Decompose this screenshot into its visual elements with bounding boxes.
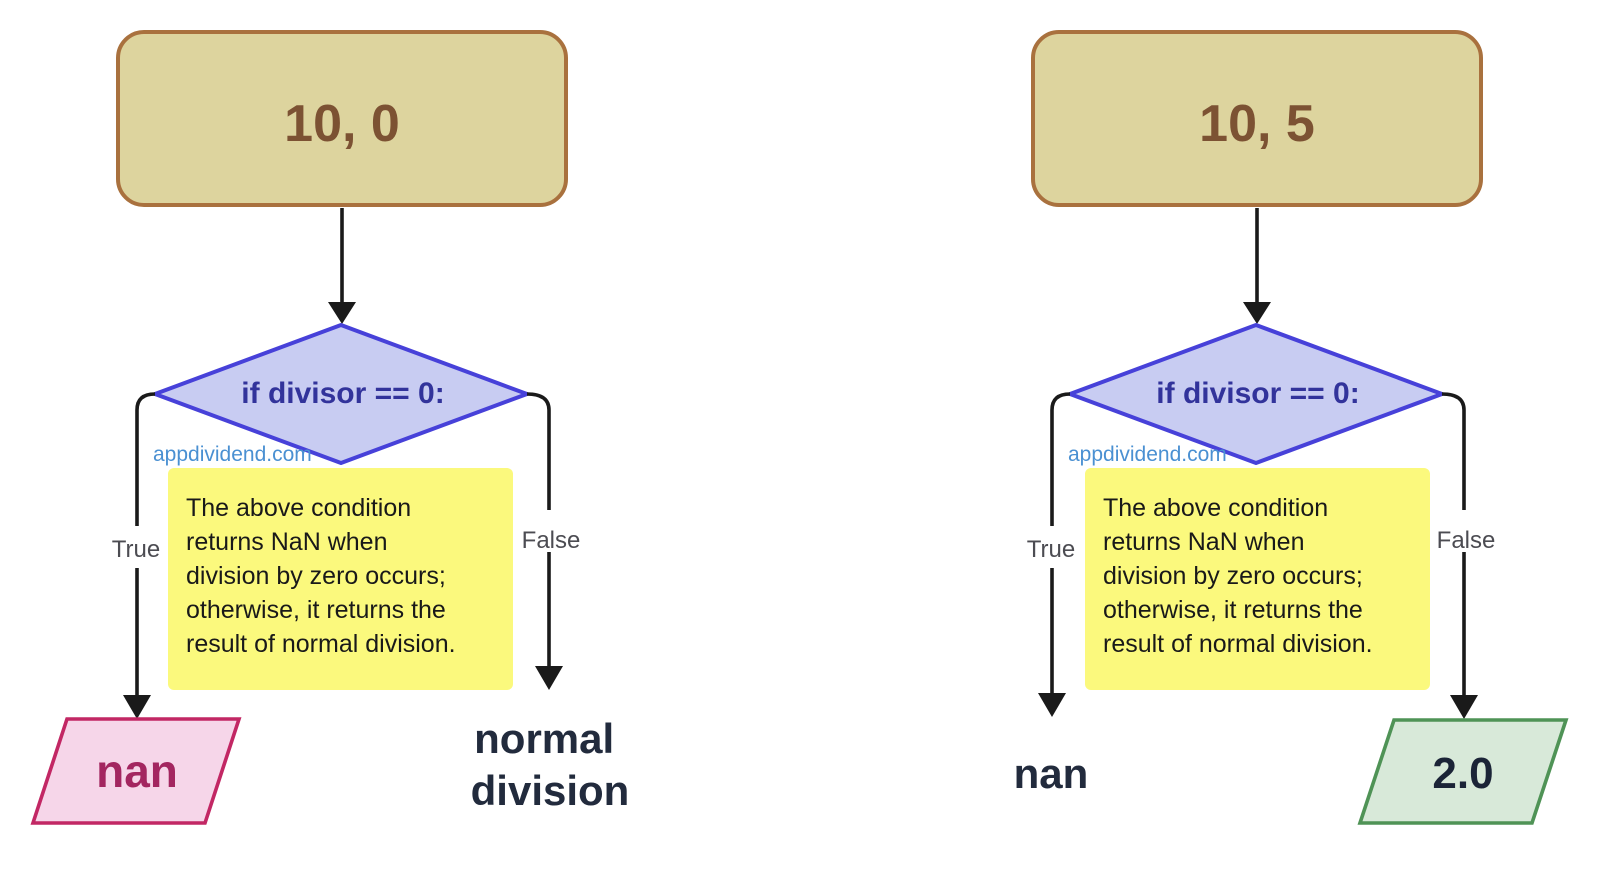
start-node-label: 10, 0 — [284, 95, 400, 153]
false-branch-line-upper — [1441, 392, 1466, 510]
arrowhead-into-decision — [1243, 302, 1271, 324]
nan-output-label: nan — [96, 745, 178, 797]
normal-division-line: division — [471, 767, 630, 814]
note-line: otherwise, it returns the — [1103, 596, 1363, 624]
flowchart-right: 10, 5 if divisor == 0: appdividend.com T… — [1014, 30, 1569, 825]
arrowhead-into-decision — [328, 302, 356, 324]
false-branch-label: False — [522, 527, 581, 554]
note-text: The above condition returns NaN when div… — [1103, 494, 1373, 658]
note-box — [168, 468, 513, 690]
nan-output-node — [30, 717, 242, 825]
decision-node-label: if divisor == 0: — [1156, 377, 1359, 410]
note-text: The above condition returns NaN when div… — [186, 494, 456, 658]
watermark-text: appdividend.com — [153, 443, 312, 466]
arrowhead-false-branch — [1450, 695, 1478, 719]
decision-node-label: if divisor == 0: — [241, 377, 444, 410]
note-line: result of normal division. — [186, 630, 456, 658]
true-branch-label: True — [1027, 536, 1075, 563]
note-line: division by zero occurs; — [186, 562, 446, 590]
arrowhead-false-branch — [535, 666, 563, 690]
note-line: The above condition — [186, 494, 411, 522]
start-node-label: 10, 5 — [1199, 95, 1315, 153]
note-box — [1085, 468, 1430, 690]
note-line: returns NaN when — [186, 528, 387, 556]
start-node — [1031, 30, 1483, 207]
true-branch-label: True — [112, 536, 160, 563]
true-branch-line-upper — [135, 392, 156, 526]
note-line: The above condition — [1103, 494, 1328, 522]
note-line: division by zero occurs; — [1103, 562, 1363, 590]
arrowhead-true-branch — [1038, 693, 1066, 717]
normal-division-label: normal division — [471, 715, 630, 814]
normal-division-line: normal — [474, 715, 614, 762]
watermark-text: appdividend.com — [1068, 443, 1227, 466]
false-branch-line-upper — [526, 392, 551, 510]
false-branch-label: False — [1437, 527, 1496, 554]
flowchart-left: 10, 0 if divisor == 0: appdividend.com T… — [30, 30, 630, 825]
true-branch-line-upper — [1050, 392, 1071, 526]
start-node — [116, 30, 568, 207]
note-line: result of normal division. — [1103, 630, 1373, 658]
arrowhead-true-branch — [123, 695, 151, 719]
result-output-node — [1357, 718, 1569, 825]
result-output-label: 2.0 — [1432, 749, 1493, 798]
note-line: returns NaN when — [1103, 528, 1304, 556]
nan-output-label: nan — [1014, 750, 1089, 797]
note-line: otherwise, it returns the — [186, 596, 446, 624]
